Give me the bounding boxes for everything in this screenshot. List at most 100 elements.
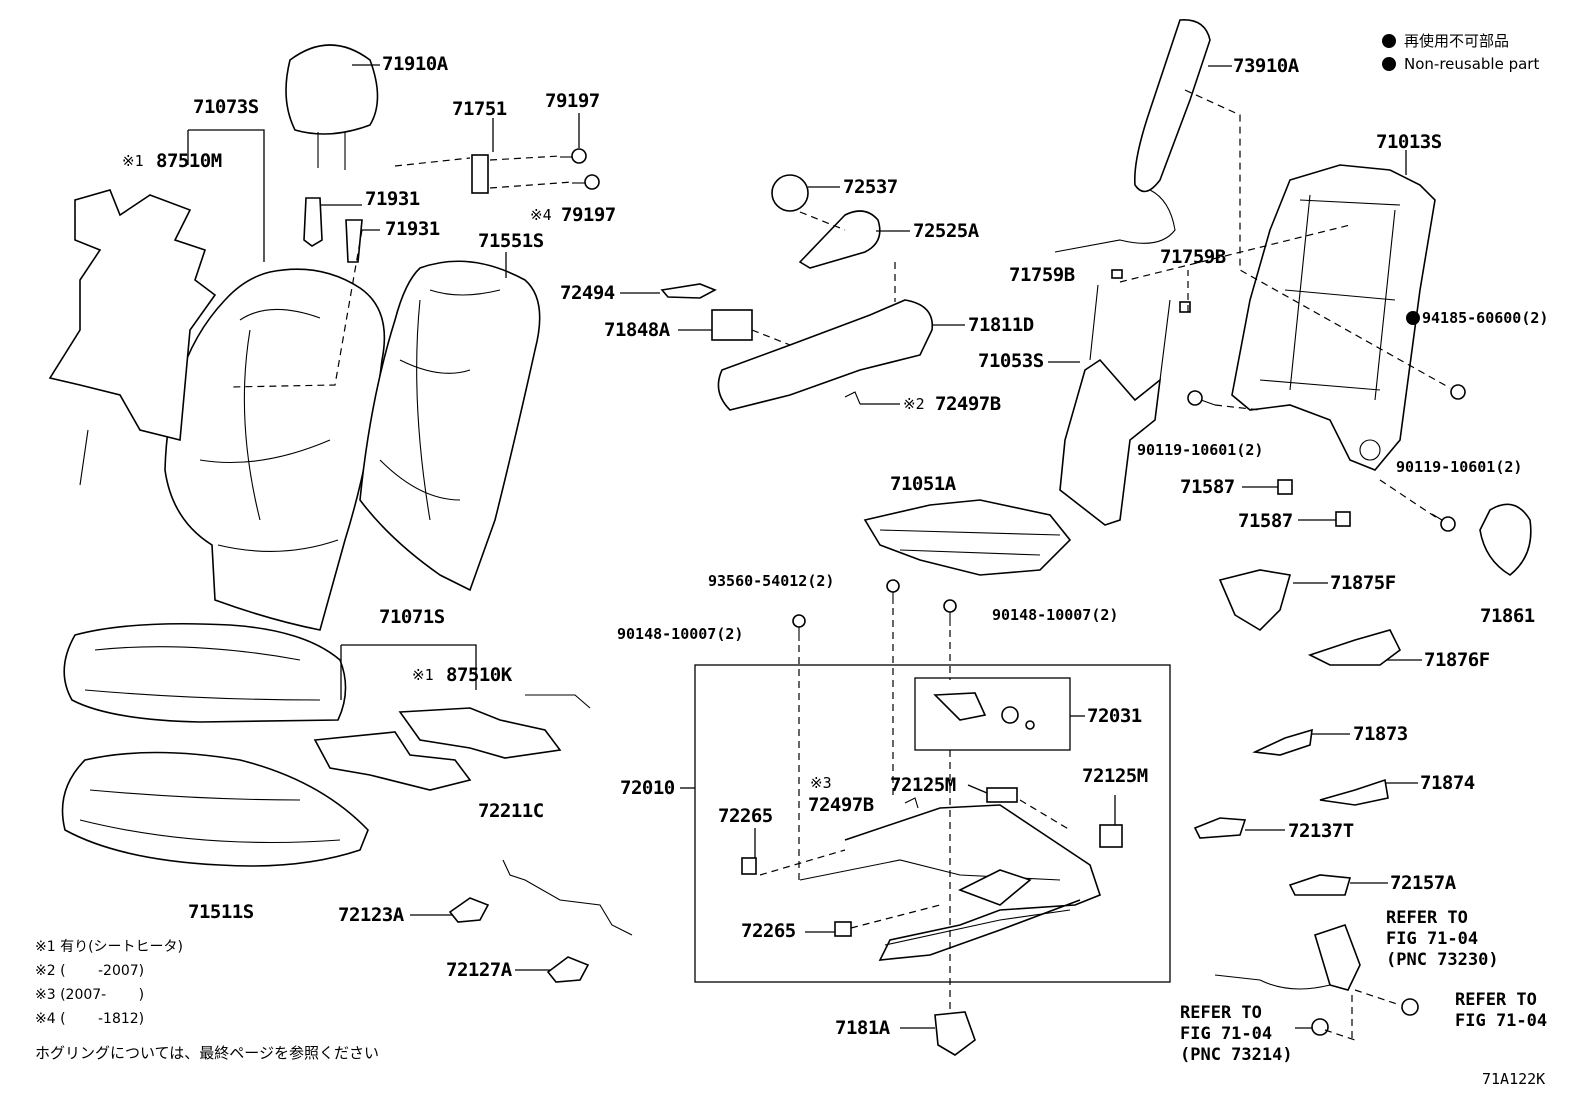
part-79197[interactable]: 79197 xyxy=(545,90,600,112)
figure-code: 71A122K xyxy=(1482,1070,1546,1088)
legend-jp-text: 再使用不可部品 xyxy=(1404,32,1510,50)
part-71511S[interactable]: 71511S xyxy=(188,901,254,923)
part-72031[interactable]: 72031 xyxy=(1087,705,1142,727)
part-71874[interactable]: 71874 xyxy=(1420,772,1475,794)
part-71759Bb[interactable]: 71759B xyxy=(1009,264,1075,286)
legend-en-text: Non-reusable part xyxy=(1404,55,1540,73)
guide-drawing xyxy=(471,154,489,194)
part-71071S[interactable]: 71071S xyxy=(379,606,445,628)
cushion-heater-drawing xyxy=(313,694,591,791)
non-reusable-dot-icon xyxy=(1382,57,1396,71)
clip-72265a-drawing xyxy=(741,857,757,875)
part-71910A[interactable]: 71910A xyxy=(382,53,448,75)
part-71587a[interactable]: 71587 xyxy=(1180,476,1235,498)
spring-cushion-drawing xyxy=(863,499,1072,576)
part-72125Mb[interactable]: 72125M xyxy=(1082,765,1148,787)
part-71931b[interactable]: 71931 xyxy=(385,218,440,240)
part-71875F[interactable]: 71875F xyxy=(1330,572,1396,594)
clip-72497B-drawing xyxy=(844,391,861,405)
part-90119-10601a[interactable]: 90119-10601(2) xyxy=(1137,441,1264,459)
leader-lines xyxy=(187,64,1422,1029)
marker-72497Bb: ※3 xyxy=(810,774,832,792)
part-71876F[interactable]: 71876F xyxy=(1424,649,1490,671)
part-71751[interactable]: 71751 xyxy=(452,98,507,120)
refer-to-fig-71-04[interactable]: REFER TO FIG 71-04 xyxy=(1455,990,1548,1031)
part-90148-10007a[interactable]: 90148-10007(2) xyxy=(617,625,744,643)
marker-87510M: ※1 xyxy=(122,152,144,170)
cover-71848A-drawing xyxy=(711,309,753,341)
refer-to-pnc-73230[interactable]: REFER TO FIG 71-04 (PNC 73230) xyxy=(1386,908,1499,970)
part-71811D[interactable]: 71811D xyxy=(968,314,1034,336)
part-71073S[interactable]: 71073S xyxy=(193,96,259,118)
bolt-drawings xyxy=(1111,269,1466,532)
non-reusable-dot-icon xyxy=(1382,33,1396,48)
part-72010[interactable]: 72010 xyxy=(620,777,675,799)
cover-71587a-drawing xyxy=(1277,479,1293,495)
screw-79197-drawing xyxy=(560,148,600,190)
part-72127A[interactable]: 72127A xyxy=(446,959,512,981)
part-71873[interactable]: 71873 xyxy=(1353,723,1408,745)
seatback-cover-drawing xyxy=(164,268,386,631)
airbag-drawing xyxy=(1054,19,1211,253)
spring-frame-drawing xyxy=(1059,284,1171,526)
clip-72497Bb-drawing xyxy=(904,797,919,809)
seat-adjuster-drawing xyxy=(799,804,1101,961)
part-72497B[interactable]: 72497B xyxy=(935,393,1001,415)
part-71053S[interactable]: 71053S xyxy=(978,350,1044,372)
part-90148-10007b[interactable]: 90148-10007(2) xyxy=(992,606,1119,624)
buckle-drawing xyxy=(1214,923,1419,1036)
part-94185-60600[interactable]: 94185-60600(2) xyxy=(1422,309,1549,327)
part-72525A[interactable]: 72525A xyxy=(913,220,979,242)
part-72537[interactable]: 72537 xyxy=(843,176,898,198)
refer-to-pnc-73214[interactable]: REFER TO FIG 71-04 (PNC 73214) xyxy=(1180,1003,1293,1065)
motor-drawing xyxy=(933,692,1035,730)
footnote-1: ※1 有り(シートヒータ) xyxy=(35,939,184,955)
seatback-frame-drawing xyxy=(1231,164,1436,471)
cover-71587b-drawing xyxy=(1335,511,1351,527)
part-71051A[interactable]: 71051A xyxy=(890,473,956,495)
part-72494[interactable]: 72494 xyxy=(560,282,615,304)
headrest-drawing xyxy=(285,44,379,170)
clip-72123A-drawing xyxy=(448,897,490,923)
seatback-heater-drawing xyxy=(48,189,217,486)
legend-jp: 再使用不可部品 xyxy=(1382,30,1509,51)
part-72157A[interactable]: 72157A xyxy=(1390,872,1456,894)
bolt-90148-drawings xyxy=(792,579,957,641)
marker-72497B: ※2 xyxy=(903,395,925,413)
part-72125M[interactable]: 72125M xyxy=(890,774,956,796)
part-72497Bb[interactable]: 72497B xyxy=(808,794,874,816)
footnote-3: ※3 (2007- ) xyxy=(35,987,145,1003)
footnote-4: ※4 ( -1812) xyxy=(35,1011,145,1027)
marker-87510K: ※1 xyxy=(412,666,434,684)
part-72265a[interactable]: 72265 xyxy=(718,805,773,827)
part-93560-54012[interactable]: 93560-54012(2) xyxy=(708,572,835,590)
part-72265b[interactable]: 72265 xyxy=(741,920,796,942)
part-71931a[interactable]: 71931 xyxy=(365,188,420,210)
part-71587b[interactable]: 71587 xyxy=(1238,510,1293,532)
part-79197b[interactable]: 79197 xyxy=(561,204,616,226)
seatback-pad-drawing xyxy=(359,260,541,592)
cover-71873-drawing xyxy=(1252,728,1313,756)
part-71848A[interactable]: 71848A xyxy=(604,319,670,341)
cover-72137T-drawing xyxy=(1193,817,1247,839)
trim-72494-drawing xyxy=(660,283,717,299)
part-87510K[interactable]: 87510K xyxy=(446,664,512,686)
part-7181A[interactable]: 7181A xyxy=(835,1017,890,1039)
part-71551S[interactable]: 71551S xyxy=(478,230,544,252)
part-71013S[interactable]: 71013S xyxy=(1376,131,1442,153)
non-reusable-94185-dot-icon xyxy=(1406,311,1420,325)
part-72211C[interactable]: 72211C xyxy=(478,800,544,822)
trim-71875F-drawing xyxy=(1218,569,1292,632)
part-72137T[interactable]: 72137T xyxy=(1288,820,1354,842)
part-72123A[interactable]: 72123A xyxy=(338,904,404,926)
motor-box xyxy=(914,677,1071,751)
bracket-72125M-b xyxy=(1099,824,1123,848)
part-73910A[interactable]: 73910A xyxy=(1233,55,1299,77)
part-87510M[interactable]: 87510M xyxy=(156,150,222,172)
part-90119-10601b[interactable]: 90119-10601(2) xyxy=(1396,458,1523,476)
part-71759B[interactable]: 71759B xyxy=(1160,246,1226,268)
cover-71861-drawing xyxy=(1479,503,1532,576)
part-71861[interactable]: 71861 xyxy=(1480,605,1535,627)
cushion-cover-drawing xyxy=(63,622,347,723)
